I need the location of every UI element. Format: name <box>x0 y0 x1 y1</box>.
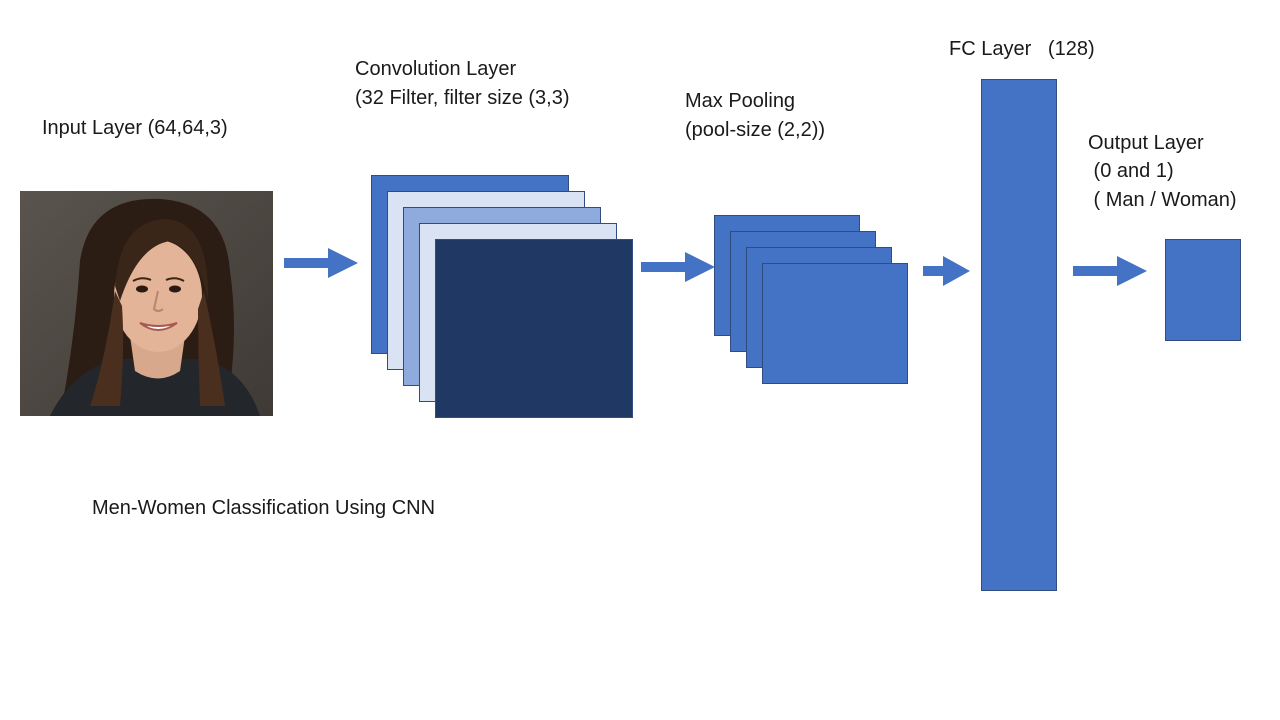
conv-feature-map <box>435 239 633 418</box>
output-layer-block <box>1165 239 1241 341</box>
conv-layer-params: (32 Filter, filter size (3,3) <box>355 87 570 109</box>
diagram-caption: Men-Women Classification Using CNN <box>92 497 436 519</box>
arrow-right-icon <box>284 248 358 278</box>
conv-layer-label: Convolution Layer <box>355 58 517 80</box>
fc-layer-block <box>981 79 1057 591</box>
pool-layer-label: Max Pooling <box>685 90 796 112</box>
pool-layer-params: (pool-size (2,2)) <box>685 119 826 141</box>
portrait-photo-icon <box>20 191 273 416</box>
fc-layer-label: FC Layer (128) <box>949 38 1095 60</box>
input-layer-label: Input Layer (64,64,3) <box>42 117 228 139</box>
arrow-right-icon <box>923 256 970 286</box>
arrow-right-icon <box>1073 256 1147 286</box>
arrow-right-icon <box>641 252 715 282</box>
pool-feature-map <box>762 263 908 384</box>
output-layer-values: (0 and 1) <box>1088 160 1174 182</box>
output-layer-classes: ( Man / Woman) <box>1088 189 1237 211</box>
output-layer-label: Output Layer <box>1088 132 1204 154</box>
